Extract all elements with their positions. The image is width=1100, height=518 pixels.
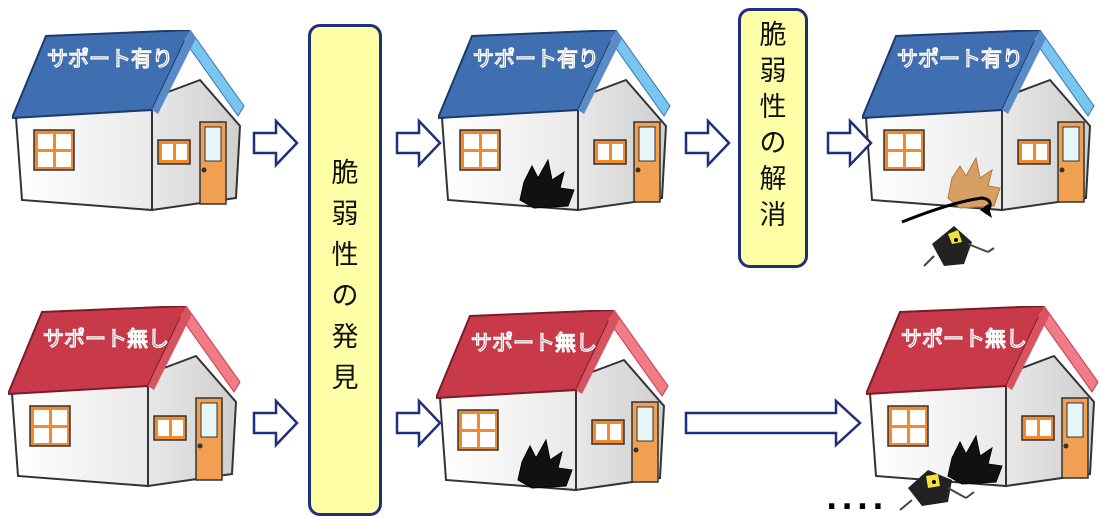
door xyxy=(633,121,661,203)
roof-label: サポート有り xyxy=(473,47,599,71)
wall-hole xyxy=(947,434,1003,485)
patched-wall xyxy=(947,156,1001,209)
roof-label: サポート無し xyxy=(901,327,1027,351)
repel-arrow xyxy=(901,196,992,224)
process-label-char: 性 xyxy=(759,92,787,123)
process-label-discovery: 脆弱性の発見 xyxy=(308,160,382,406)
door xyxy=(195,397,223,481)
roof xyxy=(866,306,1046,396)
roof xyxy=(438,30,618,120)
arrow-right-icon xyxy=(826,118,873,168)
roof xyxy=(436,310,616,400)
process-label-char: 見 xyxy=(331,363,359,394)
arrow-right-icon xyxy=(252,398,299,448)
house-support-vulnerable: サポート有り xyxy=(438,30,671,212)
arrow-right-icon xyxy=(684,118,731,168)
wall-hole xyxy=(519,158,575,209)
process-box-fix xyxy=(738,8,808,268)
attacker-icon xyxy=(899,470,975,511)
roof-label: サポート無し xyxy=(471,331,597,355)
wall-hole xyxy=(517,438,573,489)
process-label-char: 弱 xyxy=(759,56,787,87)
process-label-char: 性 xyxy=(331,240,359,271)
roof xyxy=(862,30,1042,120)
roof xyxy=(8,306,188,396)
process-label-char: 解 xyxy=(759,164,787,195)
process-box-discovery xyxy=(308,24,382,516)
process-label-char: の xyxy=(331,281,359,312)
process-label-char: 弱 xyxy=(331,199,359,230)
process-label-char: 脆 xyxy=(759,20,787,51)
house-support-patched: サポート有り xyxy=(862,30,1095,267)
arrow-right-icon xyxy=(395,118,442,168)
process-label-char: 発 xyxy=(331,322,359,353)
process-label-fix: 脆弱性の解消 xyxy=(738,22,808,238)
house-nosupport-breached: サポート無し xyxy=(866,306,1099,511)
process-label-char: 脆 xyxy=(331,158,359,189)
process-label-char: 消 xyxy=(759,200,787,231)
arrow-right-long-icon xyxy=(684,398,862,448)
house-nosupport-vulnerable: サポート無し xyxy=(436,310,669,492)
arrow-right-icon xyxy=(395,398,442,448)
house-nosupport-initial: サポート無し xyxy=(8,306,241,488)
roof-label: サポート無し xyxy=(43,327,169,351)
ellipsis: .... xyxy=(826,482,888,517)
roof xyxy=(12,30,192,120)
house-support-initial: サポート有り xyxy=(12,30,245,212)
roof-label: サポート有り xyxy=(897,47,1023,71)
roof-label: サポート有り xyxy=(47,47,173,71)
process-label-char: の xyxy=(759,128,787,159)
attacker-icon xyxy=(923,226,995,267)
arrow-right-icon xyxy=(252,118,299,168)
